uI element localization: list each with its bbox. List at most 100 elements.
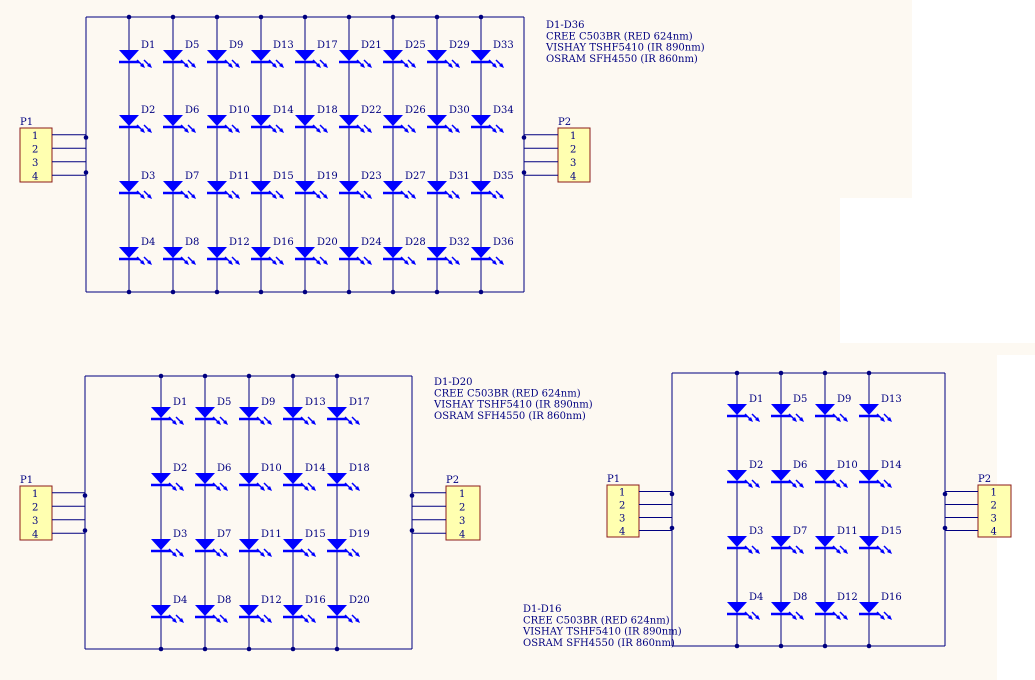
diode-label: D12 xyxy=(261,595,282,606)
diode-triangle xyxy=(251,115,271,126)
junction-dot xyxy=(82,493,88,498)
emission-arrowhead xyxy=(260,552,265,557)
connector-pin-3: 3 xyxy=(32,158,38,169)
emission-arrowhead xyxy=(748,483,753,488)
emission-arrowhead xyxy=(272,194,277,199)
emission-arrowhead xyxy=(235,194,240,199)
diode-label: D3 xyxy=(173,529,187,540)
diode-label: D12 xyxy=(229,237,250,248)
junction-dot xyxy=(214,14,220,20)
connector-name: P1 xyxy=(607,474,620,485)
led-diode: D4 xyxy=(151,595,187,623)
led-diode: D4 xyxy=(119,237,155,265)
diode-label: D9 xyxy=(261,397,275,408)
diode-label: D6 xyxy=(793,460,807,471)
junction-dot xyxy=(334,646,340,652)
diode-triangle xyxy=(251,50,271,61)
junction-dot xyxy=(83,135,89,140)
emission-arrowhead xyxy=(748,615,753,620)
emission-arrowhead xyxy=(279,63,284,68)
led-diode: D21 xyxy=(339,40,382,68)
diode-triangle xyxy=(239,539,259,550)
connector-pin-3: 3 xyxy=(619,514,625,525)
emission-arrowhead xyxy=(367,63,372,68)
diode-label: D23 xyxy=(361,171,382,182)
junction-dot xyxy=(170,14,176,20)
led-diode: D11 xyxy=(815,526,858,554)
emission-arrowhead xyxy=(355,618,360,623)
diode-triangle xyxy=(727,404,747,415)
diode-triangle xyxy=(859,536,879,547)
diode-label: D19 xyxy=(317,171,338,182)
emission-arrowhead xyxy=(191,63,196,68)
emission-arrowhead xyxy=(304,618,309,623)
emission-arrowhead xyxy=(147,63,152,68)
diode-triangle xyxy=(471,115,491,126)
led-diode: D26 xyxy=(383,105,426,133)
led-diode: D3 xyxy=(727,526,763,554)
emission-arrowhead xyxy=(140,260,145,265)
emission-arrowhead xyxy=(172,420,177,425)
junction-dot xyxy=(778,643,784,649)
emission-arrowhead xyxy=(323,63,328,68)
diode-label: D2 xyxy=(141,105,155,116)
diode-triangle xyxy=(327,407,347,418)
emission-arrowhead xyxy=(448,194,453,199)
diode-label: D4 xyxy=(173,595,187,606)
connector-pin-4: 4 xyxy=(570,171,576,182)
junction-dot xyxy=(434,289,440,295)
led-diode: D33 xyxy=(471,40,514,68)
connector-pin-1: 1 xyxy=(570,131,576,142)
emission-arrowhead xyxy=(140,194,145,199)
led-diode: D29 xyxy=(427,40,470,68)
emission-arrowhead xyxy=(267,552,272,557)
connector-pin-4: 4 xyxy=(32,171,38,182)
emission-arrowhead xyxy=(799,483,804,488)
led-diode: D3 xyxy=(151,529,187,557)
note-range: D1-D16 xyxy=(523,604,562,615)
emission-arrowhead xyxy=(184,63,189,68)
diode-label: D1 xyxy=(749,394,763,405)
led-diode: D5 xyxy=(163,40,199,68)
diode-label: D36 xyxy=(493,237,514,248)
diode-triangle xyxy=(327,605,347,616)
diode-label: D8 xyxy=(793,592,807,603)
junction-dot xyxy=(214,289,220,295)
led-diode: D14 xyxy=(283,463,326,491)
junction-dot xyxy=(82,528,88,533)
led-diode: D11 xyxy=(207,171,250,199)
emission-arrowhead xyxy=(792,483,797,488)
junction-dot xyxy=(521,135,527,140)
led-diode: D5 xyxy=(771,394,807,422)
led-diode: D19 xyxy=(295,171,338,199)
led-diode: D12 xyxy=(207,237,250,265)
junction-dot xyxy=(246,646,252,652)
emission-arrowhead xyxy=(843,549,848,554)
led-diode: D13 xyxy=(251,40,294,68)
junction-dot xyxy=(390,289,396,295)
diode-triangle xyxy=(163,181,183,192)
diode-triangle xyxy=(207,115,227,126)
diode-label: D27 xyxy=(405,171,426,182)
emission-arrowhead xyxy=(348,618,353,623)
emission-arrowhead xyxy=(216,618,221,623)
led-diode: D28 xyxy=(383,237,426,265)
diode-triangle xyxy=(151,539,171,550)
diode-triangle xyxy=(119,115,139,126)
led-diode: D23 xyxy=(339,171,382,199)
connector-name: P2 xyxy=(558,117,571,128)
connector-pin-4: 4 xyxy=(459,529,465,540)
led-diode: D9 xyxy=(815,394,851,422)
diode-triangle xyxy=(195,605,215,616)
emission-arrowhead xyxy=(147,260,152,265)
led-diode: D15 xyxy=(283,529,326,557)
led-diode: D10 xyxy=(239,463,282,491)
emission-arrowhead xyxy=(223,420,228,425)
diode-triangle xyxy=(327,473,347,484)
diode-label: D8 xyxy=(185,237,199,248)
emission-arrowhead xyxy=(404,260,409,265)
